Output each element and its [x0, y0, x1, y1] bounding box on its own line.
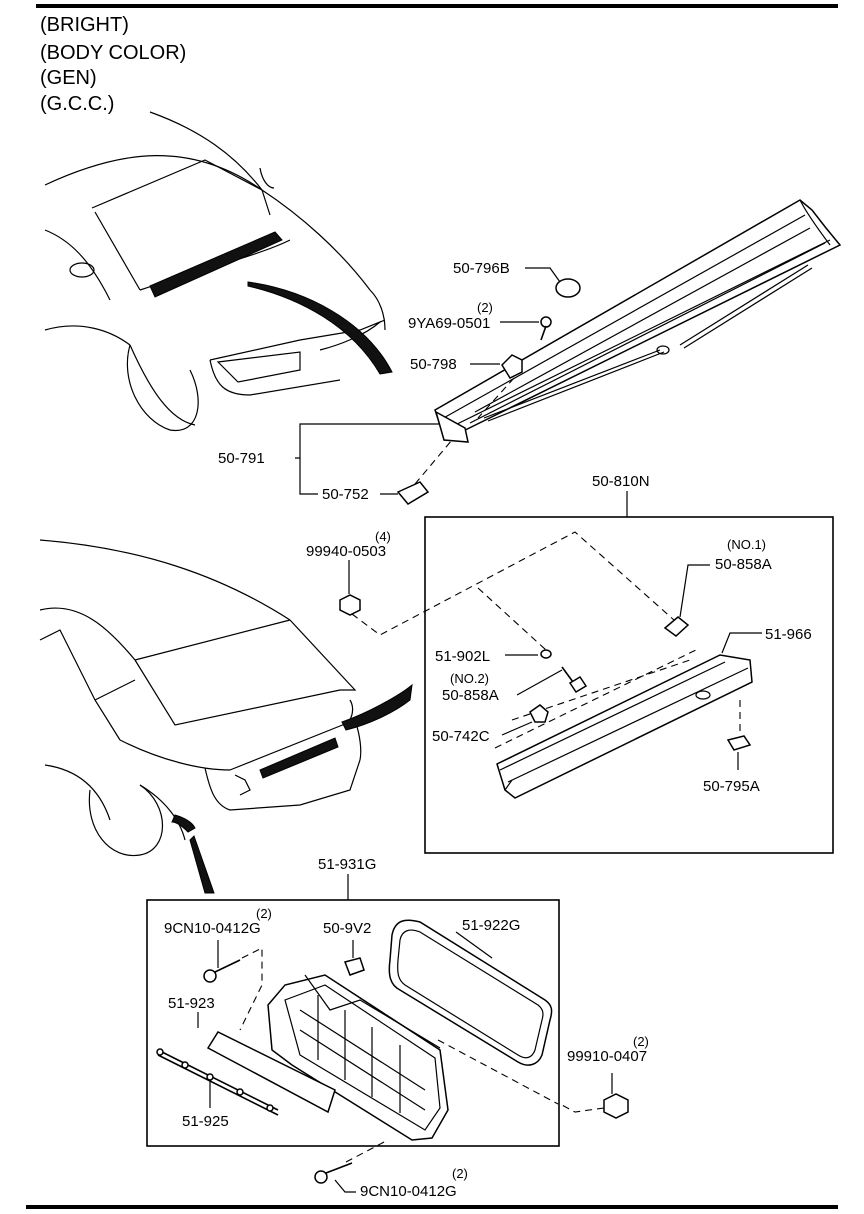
label-50-858A-no1[interactable]: 50-858A [715, 556, 772, 573]
label-50-798[interactable]: 50-798 [410, 356, 457, 373]
label-50-795A[interactable]: 50-795A [703, 778, 760, 795]
header-line-4: (G.C.C.) [40, 93, 114, 115]
label-50-791[interactable]: 50-791 [218, 450, 265, 467]
label-50-9V2[interactable]: 50-9V2 [323, 920, 371, 937]
part-99940-0503-icon [339, 594, 361, 616]
part-51-922G-seal [388, 919, 553, 1066]
label-9YA69-0501[interactable]: 9YA69-0501 [408, 315, 490, 332]
qty-99910-0407: (2) [633, 1034, 649, 1049]
part-50-798-icon [501, 354, 523, 379]
part-50-9V2-icon [344, 957, 365, 976]
cowl-grille-50-791 [434, 199, 842, 443]
label-51-925[interactable]: 51-925 [182, 1113, 229, 1130]
part-9CN10-0412G-a-icon [203, 959, 241, 983]
part-50-742C-icon [529, 704, 549, 723]
label-99910-0407[interactable]: 99910-0407 [567, 1048, 647, 1065]
qty-99940-0503: (4) [375, 529, 391, 544]
part-51-966-molding [496, 654, 753, 799]
rear-car-illustration [39, 539, 413, 894]
label-51-966[interactable]: 51-966 [765, 626, 812, 643]
qty-9CN10-0412G-a: (2) [256, 906, 272, 921]
label-51-931G[interactable]: 51-931G [318, 856, 376, 873]
qty-9CN10-0412G-b: (2) [452, 1166, 468, 1181]
part-50-796B-icon [555, 278, 581, 298]
part-50-858A-no1-icon [663, 616, 690, 637]
part-51-902L-icon [540, 649, 552, 659]
label-50-796B[interactable]: 50-796B [453, 260, 510, 277]
box-51-931G [146, 899, 560, 1147]
part-51-925-strip [156, 1048, 279, 1116]
note-50-858A-no1: (NO.1) [727, 537, 766, 552]
label-9CN10-0412G-b[interactable]: 9CN10-0412G [360, 1183, 457, 1200]
part-9YA69-0501-icon [540, 316, 552, 341]
header-line-3: (GEN) [40, 67, 97, 89]
label-99940-0503[interactable]: 99940-0503 [306, 543, 386, 560]
part-50-795A-icon [726, 735, 752, 751]
header-line-1: (BRIGHT) [40, 14, 129, 36]
header-line-2: (BODY COLOR) [40, 42, 186, 64]
front-car-illustration [44, 111, 393, 431]
part-51-931G-extractor [267, 974, 449, 1141]
part-99910-0407-icon [603, 1093, 629, 1119]
label-51-923[interactable]: 51-923 [168, 995, 215, 1012]
part-9CN10-0412G-b-icon [314, 1162, 353, 1184]
label-51-922G[interactable]: 51-922G [462, 917, 520, 934]
part-51-923-plate [206, 1031, 336, 1114]
label-9CN10-0412G-a[interactable]: 9CN10-0412G [164, 920, 261, 937]
note-50-858A-no2: (NO.2) [450, 671, 489, 686]
label-50-810N[interactable]: 50-810N [592, 473, 650, 490]
label-50-742C[interactable]: 50-742C [432, 728, 490, 745]
label-50-752[interactable]: 50-752 [322, 486, 369, 503]
box-50-810N [424, 516, 834, 854]
qty-9YA69-0501: (2) [477, 300, 493, 315]
part-50-752-icon [396, 481, 430, 505]
label-50-858A-no2[interactable]: 50-858A [442, 687, 499, 704]
label-51-902L[interactable]: 51-902L [435, 648, 490, 665]
part-50-858A-no2-icon [561, 666, 588, 694]
